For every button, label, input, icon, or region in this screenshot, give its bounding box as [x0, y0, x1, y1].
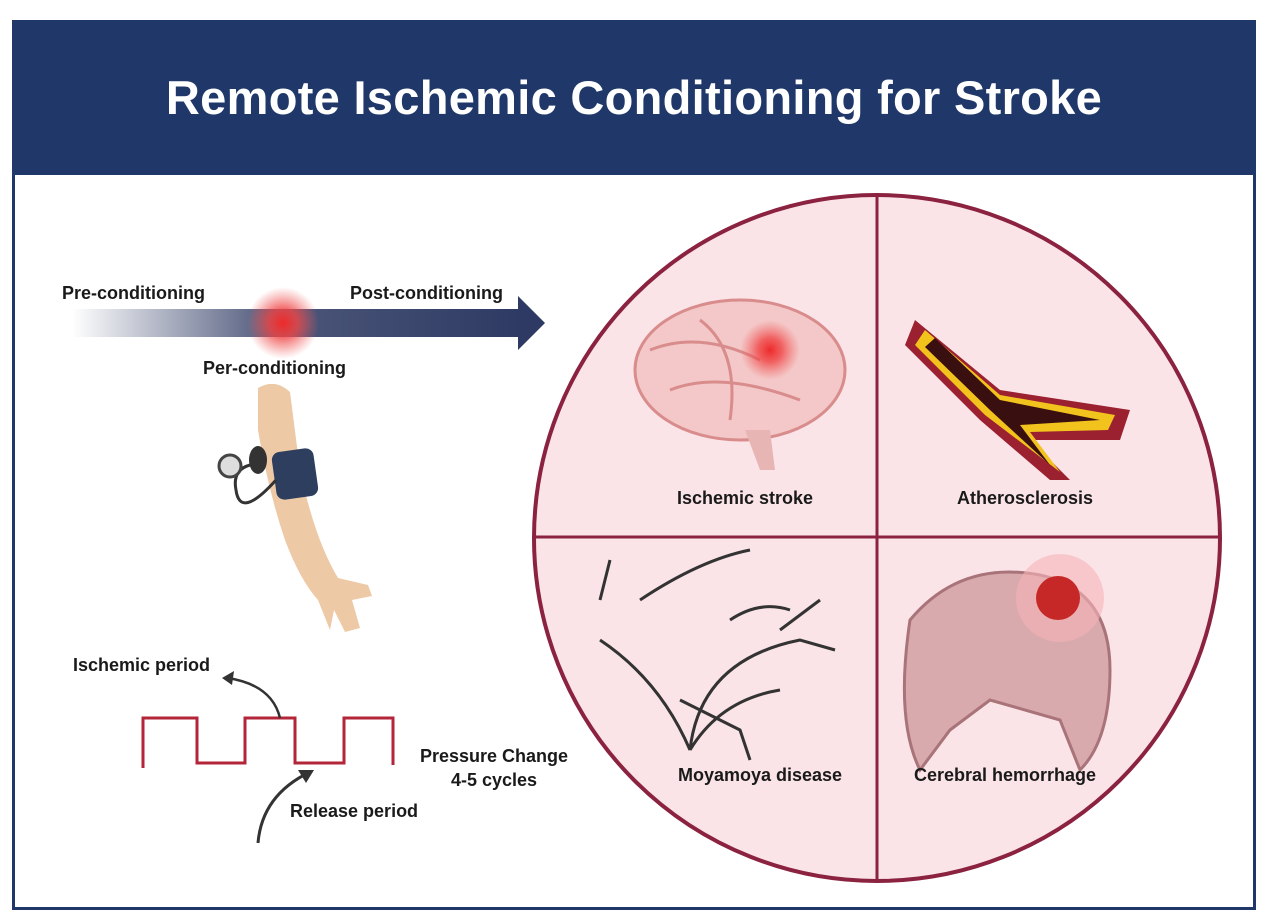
ischemic-arrow: [227, 676, 282, 719]
coronal-brain-illustration: [902, 554, 1112, 773]
conditioning-glow: [247, 287, 319, 359]
release-arrow: [256, 770, 311, 844]
quadrant-label-moyamoya: Moyamoya disease: [677, 765, 843, 785]
artery-illustration: [905, 320, 1130, 480]
gauge-icon: [217, 453, 243, 479]
title-banner: Remote Ischemic Conditioning for Stroke: [12, 20, 1256, 175]
per-conditioning-label: Per-conditioning: [203, 358, 346, 378]
pressure-change-line2: 4-5 cycles: [450, 770, 538, 790]
pump-bulb-icon: [249, 446, 267, 474]
brain-illustration: [633, 298, 847, 470]
figure-title: Remote Ischemic Conditioning for Stroke: [165, 71, 1103, 124]
post-conditioning-label: Post-conditioning: [350, 283, 503, 303]
pressure-change-label: Pressure Change 4-5 cycles: [413, 744, 575, 792]
conditions-circle: [532, 193, 1222, 883]
bp-cuff: [271, 448, 319, 500]
quadrant-label-ischemic-stroke: Ischemic stroke: [676, 488, 814, 508]
ischemic-period-label: Ischemic period: [73, 655, 211, 675]
quadrant-label-cerebral-hemorrhage: Cerebral hemorrhage: [913, 765, 1097, 785]
pre-conditioning-label: Pre-conditioning: [62, 283, 205, 303]
pressure-change-line1: Pressure Change: [419, 746, 569, 766]
arm-cuff-illustration: [217, 383, 372, 632]
release-period-label: Release period: [290, 801, 419, 821]
hemorrhage-icon: [1036, 576, 1080, 620]
quadrant-label-atherosclerosis: Atherosclerosis: [956, 488, 1094, 508]
timeline-arrow: [72, 287, 545, 359]
moyamoya-vessels-illustration: [598, 548, 836, 761]
pressure-waveform: [141, 716, 395, 768]
